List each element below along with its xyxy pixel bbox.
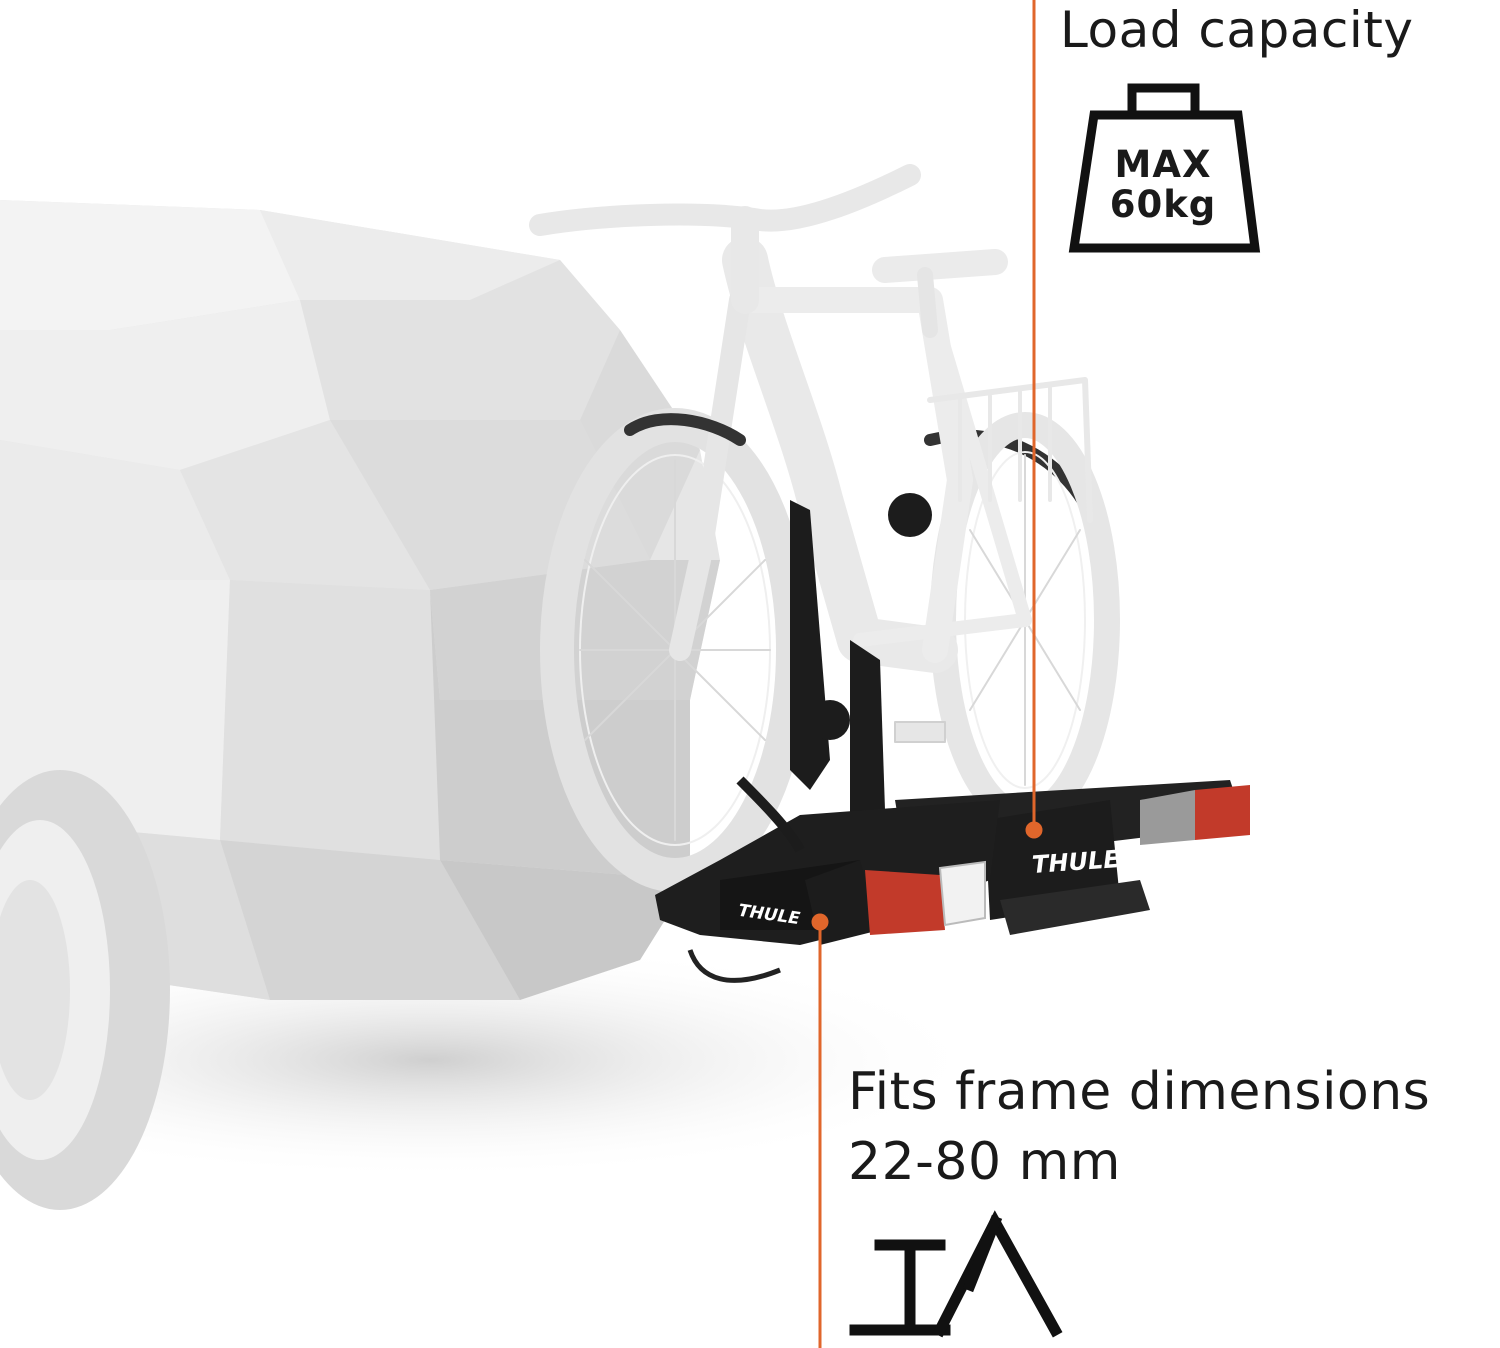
frame-clamp-icon — [849, 1210, 1063, 1338]
frame-callout-dot — [811, 913, 829, 931]
frame-clamp — [790, 493, 932, 820]
load-callout-dot — [1025, 821, 1043, 839]
frame-fit-range: 22-80 mm — [848, 1132, 1121, 1192]
weight-value-label: 60kg — [1109, 183, 1217, 226]
bike-carrier — [655, 776, 1250, 945]
load-capacity-title: Load capacity — [1060, 1, 1414, 59]
ground-shadow — [0, 940, 990, 1180]
tow-cable — [687, 949, 781, 983]
car-body — [0, 200, 720, 1000]
weight-icon — [1068, 83, 1261, 253]
callout-lines — [811, 0, 1043, 1348]
weight-max-label: MAX — [1114, 143, 1212, 186]
frame-fit-title: Fits frame dimensions — [848, 1062, 1431, 1122]
car-wheel — [0, 770, 170, 1210]
bicycle — [529, 164, 1120, 892]
